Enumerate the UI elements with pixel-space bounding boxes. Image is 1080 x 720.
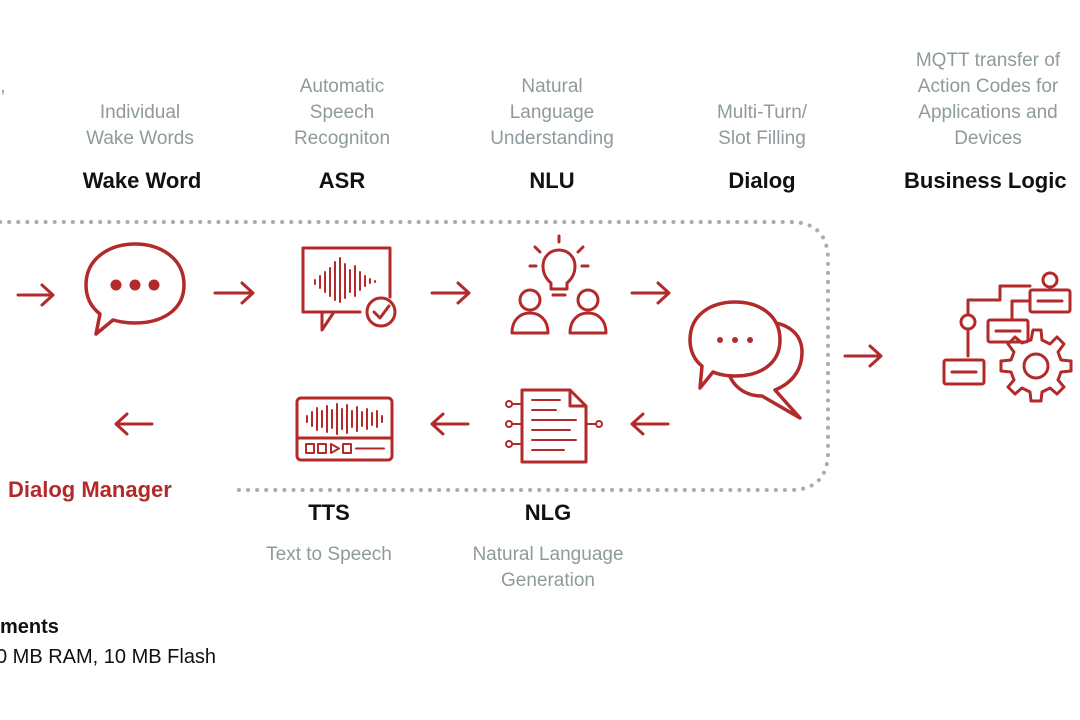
dialog-manager-label: Dialog Manager [8,477,172,502]
arrow-right-icon [630,281,671,305]
nlg-description: Natural Language Generation [472,544,624,591]
dialog-description: Multi-Turn/ Slot Filling [716,102,808,149]
wake-word-description: Individual Wake Words [86,102,194,149]
edge-text-fragment: l, [0,76,6,97]
arrow-right-icon [16,283,55,307]
arrow-right-icon [843,344,883,368]
asr-description: Automatic Speech Recogniton [293,76,391,149]
wake-word-title: Wake Word [82,168,202,193]
arrow-left-icon [430,412,470,436]
workflow-gear-icon [942,271,1073,403]
arrow-right-icon [430,281,471,305]
business-logic-description: MQTT transfer of Action Codes for Applic… [915,50,1061,149]
requirements-value: 0 MB RAM, 10 MB Flash [0,646,217,668]
document-generation-icon [505,388,603,464]
tts-title: TTS [308,500,350,525]
nlg-title: NLG [524,500,572,525]
requirements-heading: ments [0,616,59,638]
tts-description: Text to Speech [266,544,392,565]
speech-bubble-dots-icon [84,242,186,336]
people-lightbulb-icon [510,234,608,335]
arrow-right-icon [213,281,255,305]
audio-player-icon [295,396,394,462]
dialog-title: Dialog [728,168,796,193]
arrow-left-icon [630,412,670,436]
asr-title: ASR [318,168,366,193]
dialog-manager-boundary [0,220,830,492]
business-logic-title: Business Logic [904,168,1067,193]
dialog-bubbles-icon [688,300,804,420]
arrow-left-icon [114,412,154,436]
nlu-title: NLU [529,168,575,193]
audio-waveform-check-icon [301,246,397,332]
nlu-description: Natural Language Understanding [490,76,614,149]
